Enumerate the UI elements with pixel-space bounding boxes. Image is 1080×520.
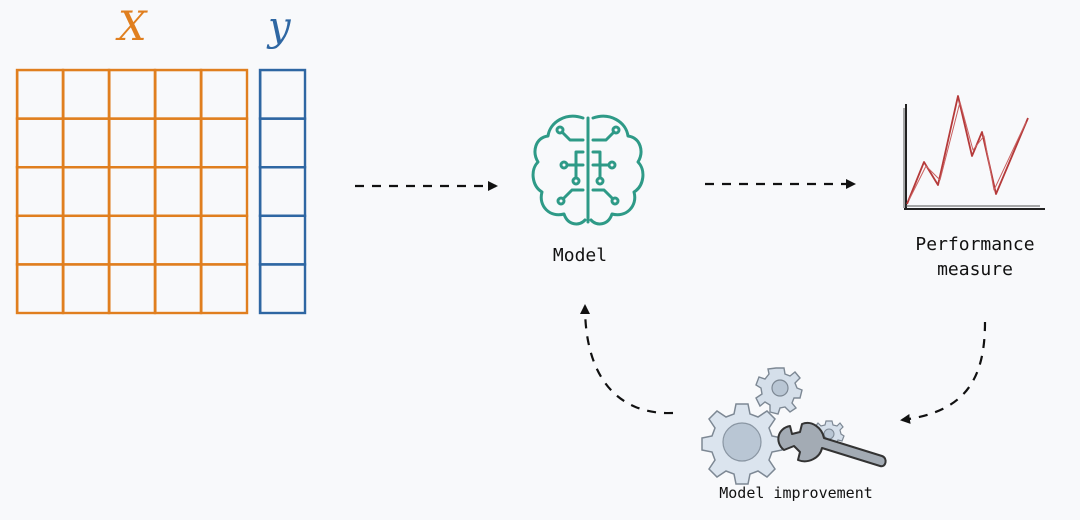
x-matrix-cell-sketch (155, 264, 203, 314)
x-matrix-cell-sketch (201, 216, 249, 266)
x-matrix-cell (107, 117, 157, 169)
x-matrix-cell-sketch (201, 167, 249, 217)
x-matrix-cell (153, 165, 203, 217)
x-matrix-cell (15, 214, 65, 266)
x-matrix-cell-sketch (109, 70, 157, 120)
large-gear-icon (701, 403, 783, 485)
x-matrix-cell-sketch (17, 70, 65, 120)
x-matrix-cell-sketch (155, 118, 203, 169)
y-vector-cell-sketch (260, 118, 307, 169)
x-matrix-cell-sketch (155, 216, 203, 266)
model-improvement-label: Model improvement (719, 484, 873, 502)
y-vector-cell (258, 68, 307, 120)
arrow-improvement-to-model (580, 304, 674, 415)
x-matrix-cell-sketch (201, 264, 249, 314)
x-matrix-cell (153, 117, 203, 169)
x-matrix-cell (199, 68, 249, 120)
x-matrix-cell-sketch (17, 167, 65, 217)
performance-label-line2: measure (937, 259, 1013, 281)
x-matrix-cell (107, 165, 157, 217)
performance-measure-label: Performance measure (880, 232, 1070, 282)
y-vector-cell (258, 263, 307, 315)
x-matrix-cell-sketch (109, 264, 157, 314)
y-vector-cell-sketch (260, 264, 307, 314)
gears-wrench-icon (701, 367, 887, 485)
x-matrix-cell (153, 68, 203, 120)
y-vector-cell-sketch (260, 70, 307, 120)
target-vector-y (258, 68, 307, 315)
x-matrix-cell (199, 214, 249, 266)
x-matrix-cell (61, 117, 111, 169)
wrench-icon (777, 422, 887, 468)
x-matrix-cell (15, 165, 65, 217)
x-matrix-cell (153, 214, 203, 266)
x-matrix-cell-sketch (201, 70, 249, 120)
line-chart-icon (903, 95, 1045, 210)
x-matrix-cell-sketch (109, 167, 157, 217)
x-matrix-cell (199, 117, 249, 169)
x-matrix-cell (107, 263, 157, 315)
x-matrix-cell (61, 214, 111, 266)
x-matrix-cell-sketch (63, 216, 111, 266)
y-vector-cell-sketch (260, 167, 307, 217)
x-matrix-cell (15, 68, 65, 120)
x-matrix-cell-sketch (109, 118, 157, 169)
feature-matrix-x (15, 68, 249, 315)
y-vector-label: y (268, 4, 291, 50)
x-matrix-cell (15, 263, 65, 315)
performance-label-line1: Performance (915, 234, 1035, 255)
x-matrix-cell-sketch (17, 216, 65, 266)
x-matrix-cell-sketch (17, 264, 65, 314)
x-matrix-cell (15, 117, 65, 169)
x-matrix-cell (107, 214, 157, 266)
x-matrix-cell (61, 263, 111, 315)
x-matrix-cell (199, 263, 249, 315)
x-matrix-label: X (118, 4, 147, 50)
arrow-performance-to-improvement (900, 321, 987, 424)
y-vector-cell (258, 165, 307, 217)
x-matrix-cell-sketch (63, 118, 111, 169)
y-vector-cell (258, 117, 307, 169)
x-matrix-cell-sketch (63, 70, 111, 120)
x-matrix-cell (107, 68, 157, 120)
x-matrix-cell (199, 165, 249, 217)
x-matrix-cell (61, 68, 111, 120)
brain-circuit-icon (531, 114, 645, 226)
x-matrix-cell (61, 165, 111, 217)
small-gear-top-icon (755, 367, 803, 415)
x-matrix-cell-sketch (63, 167, 111, 217)
x-matrix-cell-sketch (155, 167, 203, 217)
x-matrix-cell-sketch (17, 118, 65, 169)
x-matrix-cell (153, 263, 203, 315)
y-vector-cell (258, 214, 307, 266)
x-matrix-cell-sketch (155, 70, 203, 120)
y-vector-cell-sketch (260, 216, 307, 266)
x-matrix-cell-sketch (63, 264, 111, 314)
model-label: Model (552, 245, 608, 266)
x-matrix-cell-sketch (201, 118, 249, 169)
x-matrix-cell-sketch (109, 216, 157, 266)
